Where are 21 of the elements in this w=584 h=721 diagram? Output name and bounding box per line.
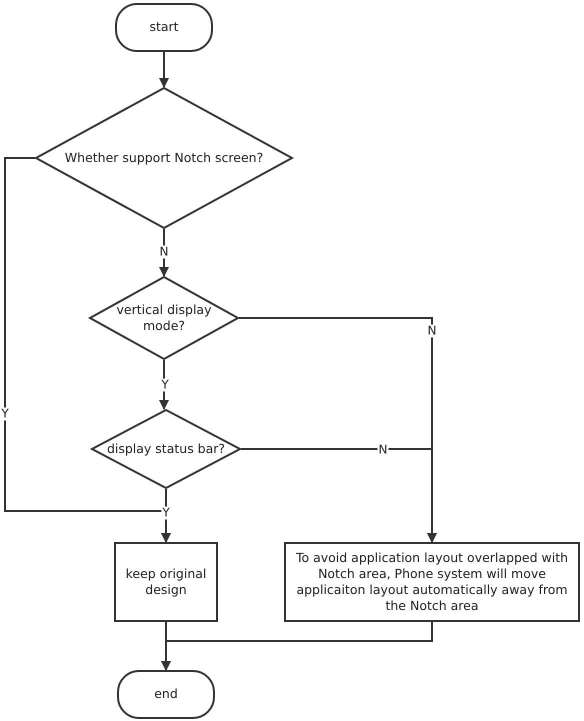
edge-label: N	[158, 246, 170, 258]
arrow	[159, 52, 169, 88]
edge-label: Y	[161, 506, 171, 520]
node-text: To avoid application layout overlapped with Notch area, Phone system will move applicaiton layout automatically away from the Notch area	[294, 550, 570, 614]
edge-label: N	[426, 324, 438, 338]
node-text: vertical display mode?	[116, 302, 212, 334]
edge-label: Y	[0, 408, 10, 420]
arrow	[159, 229, 169, 277]
start-terminal	[115, 3, 213, 52]
edge-label: Y	[160, 378, 170, 392]
arrow	[241, 448, 437, 543]
edge-label: N	[378, 444, 388, 456]
process-box	[284, 542, 580, 622]
end-terminal	[117, 670, 215, 719]
node-text: Whether support Notch screen?	[64, 150, 264, 166]
node-text: end	[154, 686, 178, 703]
node-text: start	[149, 19, 179, 36]
process-box	[114, 542, 218, 622]
node-text: display status bar?	[106, 440, 226, 458]
arrow	[161, 622, 433, 671]
node-text: keep original design	[124, 566, 208, 598]
